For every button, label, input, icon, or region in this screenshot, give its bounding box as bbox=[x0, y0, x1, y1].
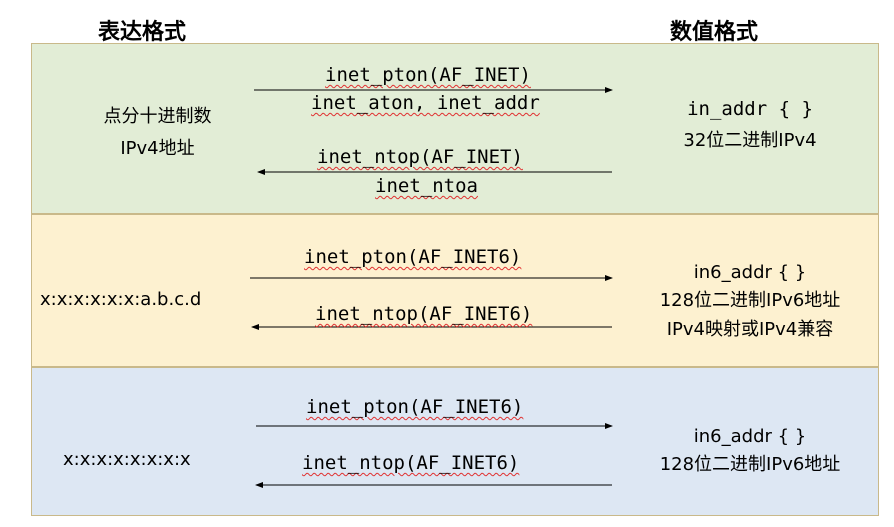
left-column-header: 表达格式 bbox=[98, 19, 187, 45]
inet-ntop-af-inet6: inet_ntop(AF_INET6) bbox=[302, 452, 520, 474]
ipv6-mapped-band bbox=[31, 214, 879, 367]
inet-ntop-af-inet: inet_ntop(AF_INET) bbox=[317, 146, 523, 168]
inet-pton-af-inet6-mapped: inet_pton(AF_INET6) bbox=[304, 246, 522, 268]
inet-pton-af-inet: inet_pton(AF_INET) bbox=[325, 64, 531, 86]
in6-addr-mapped-struct: in6_addr { } 128位二进制IPv6地址 IPv4映射或IPv4兼容 bbox=[659, 262, 841, 340]
ipv6-mapped-notation: x:x:x:x:x:x:a.b.c.d bbox=[40, 289, 202, 310]
ipv6-band bbox=[31, 367, 879, 516]
inet-ntop-af-inet6-mapped: inet_ntop(AF_INET6) bbox=[315, 303, 533, 325]
inet-pton-af-inet6: inet_pton(AF_INET6) bbox=[306, 396, 524, 418]
inet-ntoa: inet_ntoa bbox=[375, 175, 478, 197]
ipv6-notation: x:x:x:x:x:x:x:x bbox=[63, 449, 191, 470]
ipv4-dotted-label: 点分十进制数 IPv4地址 bbox=[103, 106, 212, 159]
in-addr-struct: in_addr { } 32位二进制IPv4 bbox=[683, 98, 817, 151]
right-column-header: 数值格式 bbox=[670, 19, 759, 45]
inet-aton-inet-addr: inet_aton, inet_addr bbox=[311, 92, 540, 114]
ipv4-band bbox=[31, 43, 879, 214]
in6-addr-struct: in6_addr { } 128位二进制IPv6地址 bbox=[659, 426, 841, 475]
